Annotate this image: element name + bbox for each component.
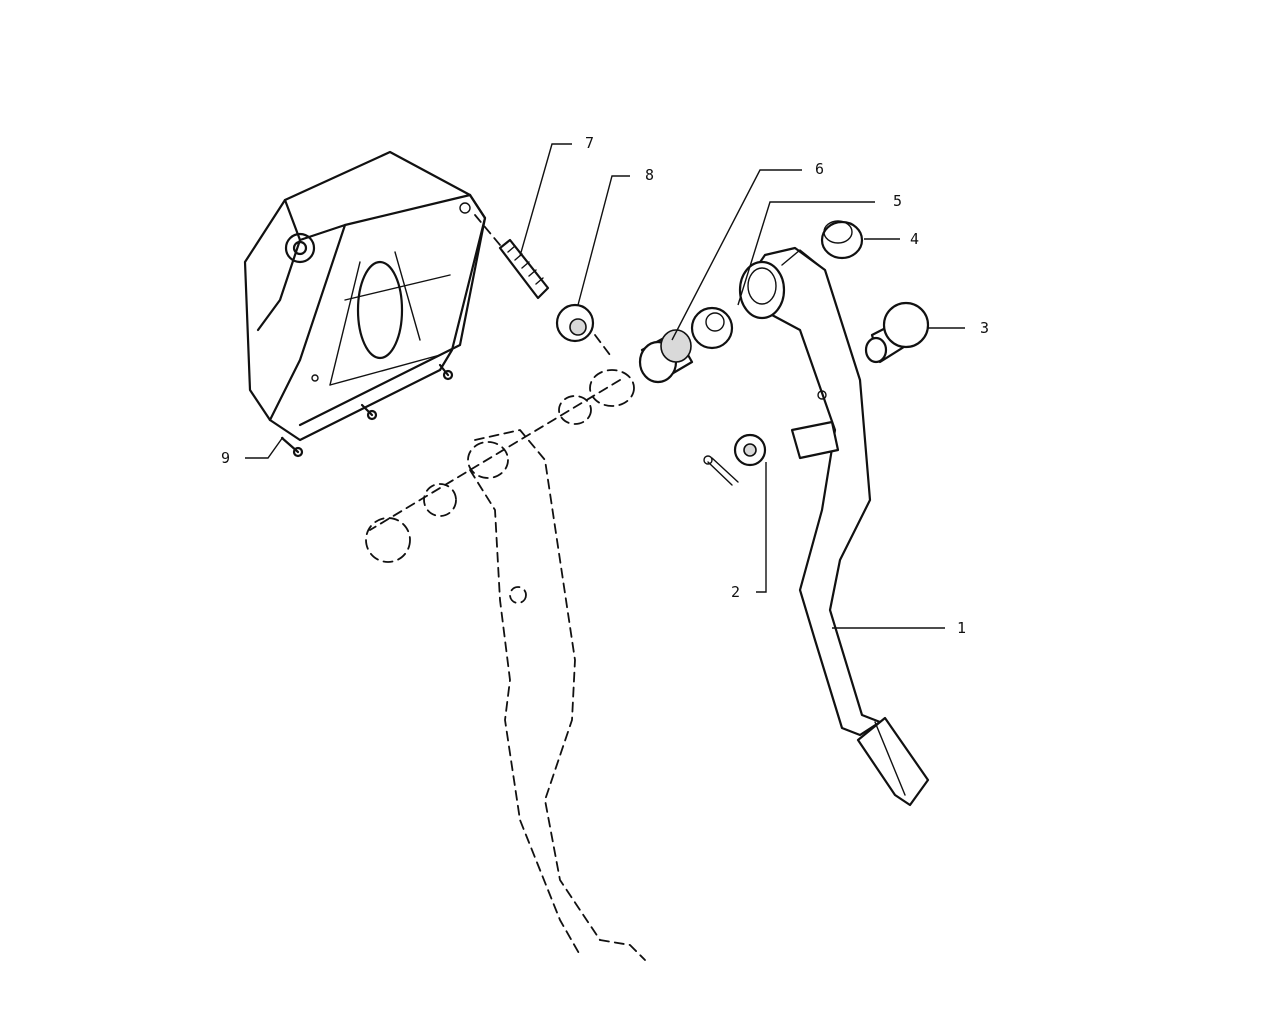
leader-lines	[245, 143, 965, 629]
callout-6: 6	[815, 160, 824, 178]
callout-labels: 1 2 3 4 5 6 7 8 9	[221, 134, 989, 637]
callout-5: 5	[893, 192, 902, 210]
callout-3: 3	[980, 319, 989, 337]
bush-top	[820, 220, 864, 260]
bush-large	[638, 329, 694, 384]
callout-8: 8	[645, 166, 654, 184]
callout-4: 4	[910, 230, 919, 248]
pivot-pin	[864, 301, 930, 364]
callout-9: 9	[221, 449, 230, 467]
callout-7: 7	[585, 134, 594, 152]
split-pin	[703, 455, 739, 486]
brake-pedal-lever	[738, 246, 930, 807]
callout-2: 2	[731, 583, 740, 601]
stud	[474, 214, 550, 300]
phantom-pedal-assembly	[365, 369, 646, 961]
washer	[733, 433, 767, 467]
nut	[555, 303, 611, 356]
callout-1: 1	[957, 619, 966, 637]
pedal-box-housing	[243, 150, 487, 458]
bush-small	[690, 306, 734, 350]
